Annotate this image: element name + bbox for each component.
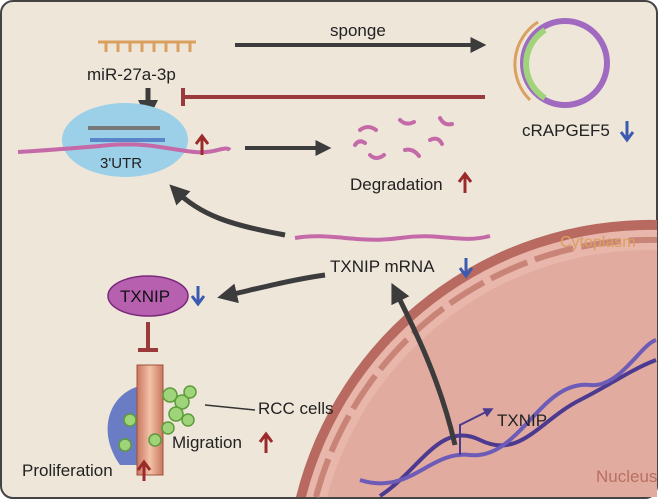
txnip-gene-label: TXNIP	[497, 411, 547, 430]
down-arrow-icon	[190, 286, 206, 307]
mirna-label: miR-27a-3p	[87, 65, 176, 84]
degradation-label: Degradation	[350, 175, 443, 194]
transcription-arrow	[391, 282, 458, 446]
migration-label: Migration	[172, 433, 242, 452]
txnip-protein-label: TXNIP	[120, 287, 170, 306]
down-arrow-icon	[458, 258, 474, 279]
rcc-cells-illustration	[107, 364, 197, 476]
degraded-mrna-fragments-icon	[353, 116, 454, 160]
up-arrow-icon	[136, 459, 152, 481]
mrna-to-utr-arrow	[169, 184, 286, 238]
utr-complex	[17, 103, 232, 177]
rcc-cells-label: RCC cells	[258, 399, 334, 418]
circrna-label: cRAPGEF5	[522, 121, 610, 140]
txnip-protein-icon	[107, 275, 189, 317]
inhibition-txnip-to-rcc	[138, 322, 158, 352]
inhibition-circrna-to-mirna	[181, 88, 485, 106]
dna-helix	[359, 338, 657, 498]
nucleus-label: Nucleus	[596, 467, 657, 486]
transcription-start-arrow	[459, 408, 494, 455]
sponge-label: sponge	[330, 21, 386, 40]
proliferation-label: Proliferation	[22, 461, 113, 480]
up-arrow-icon	[194, 133, 210, 155]
circrna-icon	[513, 18, 610, 108]
up-arrow-icon	[457, 171, 473, 193]
txnip-mrna-icon	[294, 234, 491, 242]
down-arrow-icon	[619, 121, 635, 143]
translation-arrow	[217, 272, 326, 304]
txnip-mrna-label: TXNIP mRNA	[330, 257, 435, 276]
cytoplasm-label: Cytoplasm	[560, 234, 636, 251]
utr-label: 3'UTR	[100, 155, 142, 172]
mirna-icon	[98, 40, 196, 52]
up-arrow-icon	[258, 431, 274, 453]
nucleus	[296, 219, 658, 498]
rcc-pointer-line	[204, 404, 256, 411]
